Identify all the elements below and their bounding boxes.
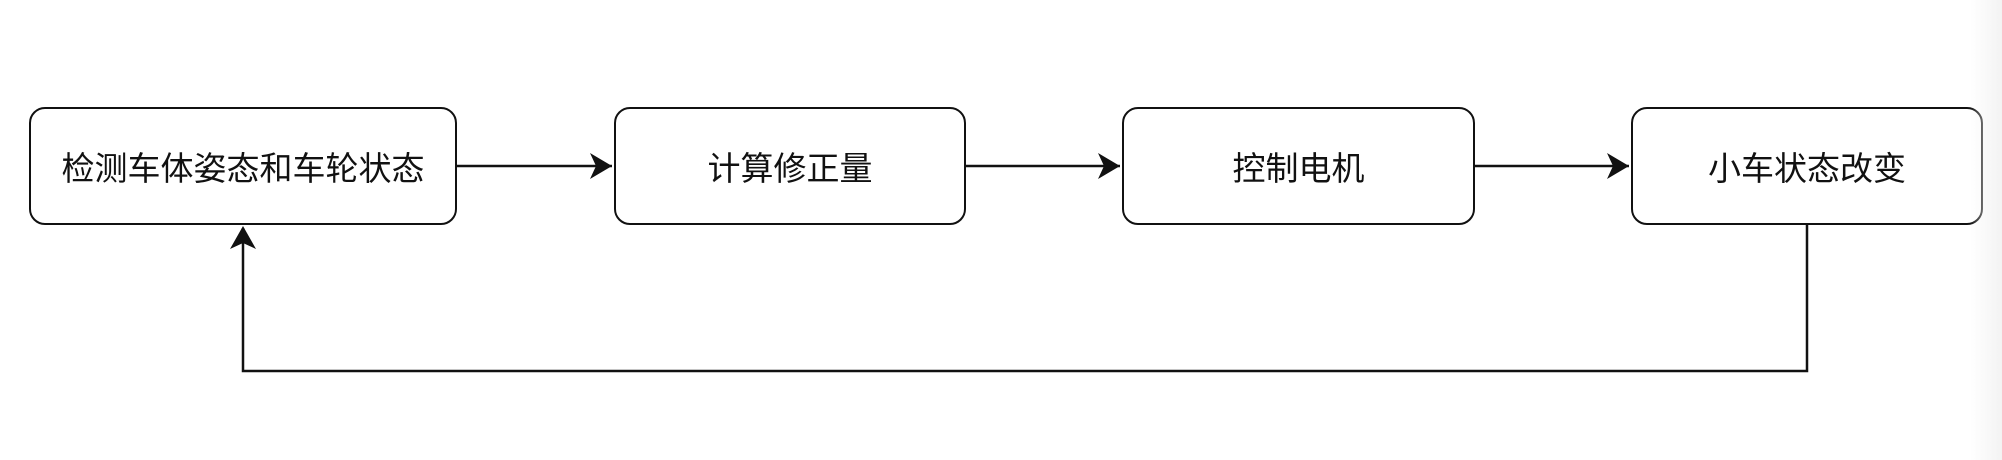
node-control: 控制电机 [1122,107,1475,225]
edge-feedback-change-to-detect [241,225,1809,373]
node-change-label: 小车状态改变 [1708,149,1906,188]
node-detect: 检测车体姿态和车轮状态 [29,107,457,225]
node-detect-label: 检测车体姿态和车轮状态 [61,149,425,188]
node-compute: 计算修正量 [614,107,966,225]
arrowhead-compute-to-control [1098,153,1120,179]
arrowhead-control-to-change [1607,153,1629,179]
node-compute-label: 计算修正量 [707,149,873,188]
arrowhead-feedback-to-detect [230,226,256,249]
edge-shade [1970,0,2002,460]
arrowhead-detect-to-compute [590,153,612,179]
node-change: 小车状态改变 [1631,107,1983,225]
node-control-label: 控制电机 [1232,149,1365,188]
